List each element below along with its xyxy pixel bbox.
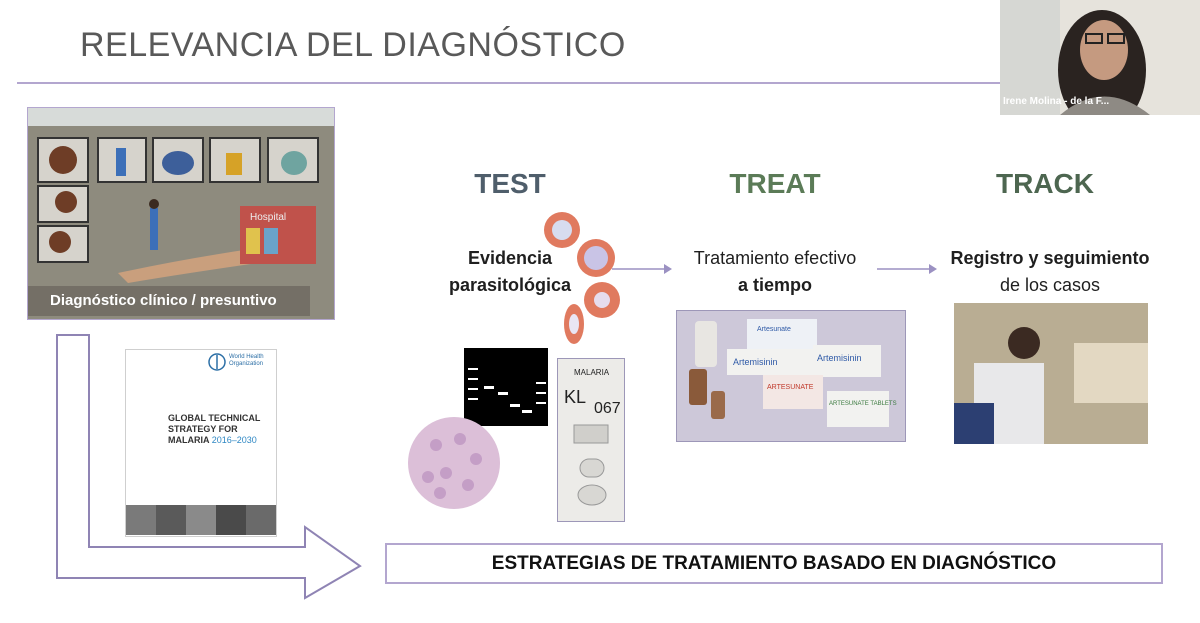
antimalarial-drugs-image: Artesunate Artemisinin Artemisinin ARTES…: [676, 310, 906, 442]
participant-name: Irene Molina - de la F...: [1003, 96, 1110, 107]
drug-label-2: Artemisinin: [733, 357, 778, 367]
track-line-2: de los casos: [999, 275, 1101, 295]
pcr-gel-image: [464, 348, 548, 426]
flow-arrow-icon: [56, 334, 362, 600]
mural-hospital-word: Hospital: [250, 212, 286, 223]
track-heading: TRACK: [996, 168, 1094, 199]
treat-line-1: Tratamiento efectivo: [693, 248, 857, 268]
test-line-1: Evidencia: [467, 248, 553, 268]
drug-label-1: Artesunate: [757, 326, 791, 333]
svg-text:KL: KL: [564, 387, 586, 407]
test-description: Evidencia parasitológica: [420, 245, 600, 299]
who-title-line-3: MALARIA 2016–2030: [168, 435, 260, 446]
who-title-line-1: GLOBAL TECHNICAL: [168, 413, 261, 423]
svg-text:067: 067: [594, 400, 621, 417]
arrow-right-icon: [877, 264, 937, 274]
mural-caption: Diagnóstico clínico / presuntivo: [28, 286, 310, 316]
health-worker-photo: [954, 303, 1148, 444]
rdt-label: MALARIA: [574, 368, 610, 377]
arrow-right-icon: [612, 264, 672, 274]
who-logo-icon: [208, 353, 226, 371]
participant-video-tile[interactable]: [1000, 0, 1200, 115]
test-line-2: parasitológica: [448, 275, 572, 295]
blood-smear-image: [408, 417, 500, 509]
treat-line-2: a tiempo: [737, 275, 812, 295]
title-divider: [17, 82, 1200, 84]
slide-title: RELEVANCIA DEL DIAGNÓSTICO: [80, 26, 626, 64]
rapid-diagnostic-test-image: MALARIA KL 067: [557, 358, 625, 522]
treat-heading: TREAT: [729, 168, 821, 199]
test-heading: TEST: [474, 168, 546, 199]
parasite-cells-icon: [544, 212, 620, 344]
who-title-years: 2016–2030: [211, 435, 257, 445]
mural-image: Hospital: [27, 107, 335, 320]
who-title-malaria: MALARIA: [168, 435, 210, 445]
who-cover-title: GLOBAL TECHNICAL STRATEGY FOR MALARIA 20…: [168, 413, 260, 446]
drug-label-4: ARTESUNATE: [767, 384, 814, 391]
strategy-banner: ESTRATEGIAS DE TRATAMIENTO BASADO EN DIA…: [385, 543, 1163, 584]
track-line-1: Registro y seguimiento: [950, 248, 1150, 268]
who-org-name: World Health Organization: [229, 354, 264, 367]
who-title-line-2: STRATEGY FOR: [168, 424, 238, 434]
who-cover-photo-strip: [126, 505, 276, 535]
drug-label-3: Artemisinin: [817, 353, 862, 363]
drug-label-5: ARTESUNATE TABLETS: [829, 401, 897, 407]
